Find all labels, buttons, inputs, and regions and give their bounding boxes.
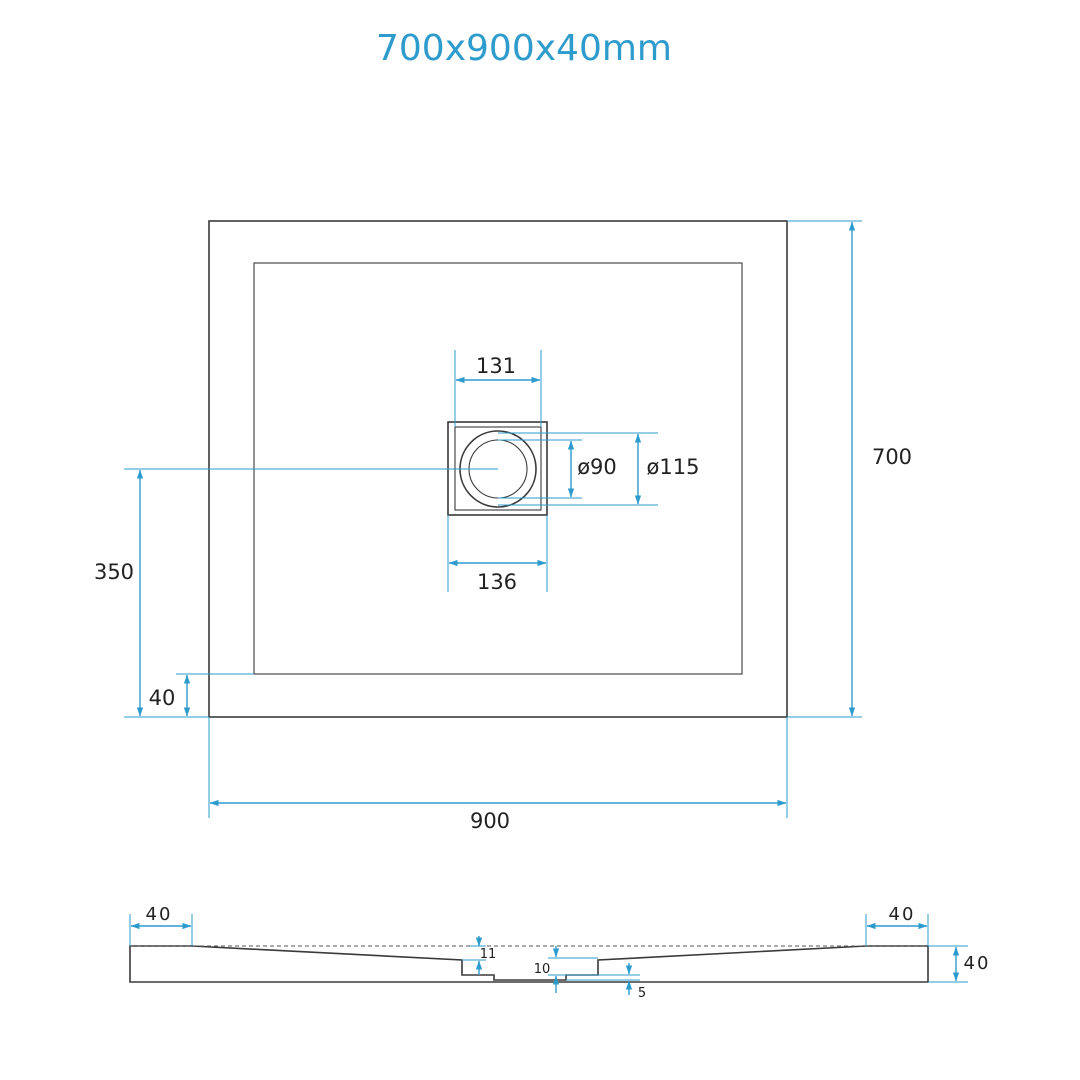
recess-depth-label: 11 xyxy=(480,947,497,962)
drain-offset-label: 350 xyxy=(94,560,134,584)
drawing-title: 700x900x40mm xyxy=(376,28,672,69)
rim-label: 40 xyxy=(149,686,176,710)
section-view: 40 40 40 11 10 5 xyxy=(129,904,991,1001)
left-rim-label: 40 xyxy=(146,904,173,925)
height-dimension-label: 700 xyxy=(872,445,912,469)
width-dimension-label: 900 xyxy=(470,809,510,833)
plan-view: 900 700 350 40 131 136 ø90 ø11 xyxy=(94,220,912,833)
right-rim-label: 40 xyxy=(889,904,916,925)
drain-inner-label: 131 xyxy=(476,354,516,378)
drain-hole-diameter-label: ø90 xyxy=(577,455,617,479)
thickness-label: 40 xyxy=(964,953,991,974)
step-label: 5 xyxy=(638,986,646,1001)
drain-depth-label: 10 xyxy=(534,962,551,977)
tray-cross-section xyxy=(129,945,929,983)
drain-outer-label: 136 xyxy=(477,570,517,594)
drain-outer-diameter-label: ø115 xyxy=(647,455,700,479)
